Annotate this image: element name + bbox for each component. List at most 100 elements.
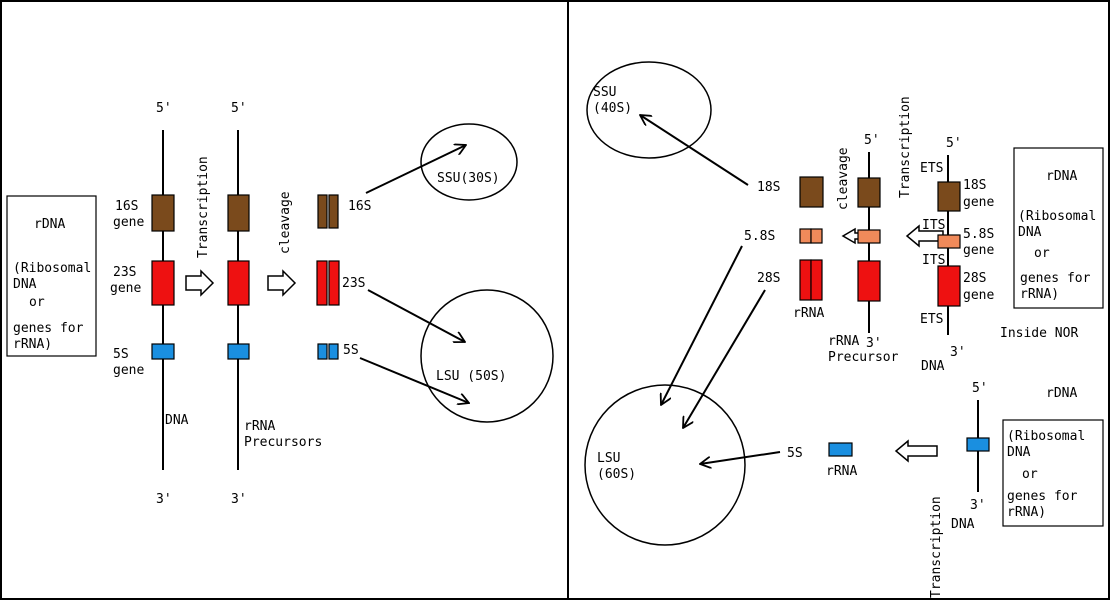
- product-16s-block: [317, 194, 328, 229]
- gene-16s-label: gene: [113, 215, 144, 230]
- rdna-box-title: rDNA: [34, 217, 65, 232]
- rdna-box-line: DNA: [1007, 445, 1031, 460]
- transcription-label: Transcription: [196, 156, 211, 258]
- mature-58s-block: [810, 228, 823, 244]
- gene-23s-block: [151, 260, 175, 306]
- precursors-label: rRNA: [244, 419, 275, 434]
- transcription-arrow: [905, 224, 944, 248]
- rdna-box-right: [1013, 147, 1104, 309]
- rdna-box-line: or: [1034, 246, 1050, 261]
- gene-28s-label: gene: [963, 288, 994, 303]
- rdna-box-line: rRNA): [13, 337, 52, 352]
- eukaryote-panel: SSU (40S) LSU (60S) 18S 5.8S 28S 5S rRNA…: [584, 61, 1104, 598]
- arrow-28s-to-lsu: [683, 289, 766, 428]
- ssu-label: SSU(30S): [437, 171, 500, 186]
- product-23s-block: [328, 260, 340, 306]
- precursor-label: rRNA: [828, 334, 859, 349]
- precursor-5s-block: [227, 343, 250, 360]
- gene-23s-label: 23S: [113, 265, 136, 280]
- five-prime-label: 5': [864, 133, 880, 148]
- product-58s-label: 5.8S: [744, 229, 775, 244]
- rdna-box-line: DNA: [13, 277, 37, 292]
- five-prime-label: 5': [231, 101, 247, 116]
- ssu-label: SSU: [593, 85, 616, 100]
- lsu-label: LSU (50S): [436, 369, 506, 384]
- mature-28s-block: [810, 259, 823, 301]
- precursor-18s-block: [857, 177, 881, 208]
- lsu-label: LSU: [597, 451, 620, 466]
- product-5s-block: [328, 343, 339, 360]
- arrow-5s-to-lsu: [359, 357, 469, 403]
- dna-label: DNA: [951, 517, 975, 532]
- dna-label: DNA: [165, 413, 189, 428]
- precursor-label: Precursor: [828, 350, 899, 365]
- three-prime-label: 3': [156, 492, 172, 507]
- lsu-circle: [420, 289, 554, 423]
- product-16s-block: [328, 194, 339, 229]
- transcription-arrow: [185, 269, 215, 297]
- mature-58s-block: [799, 228, 812, 244]
- rdna-box-line: genes for: [13, 321, 84, 336]
- gene-18s-block: [937, 181, 961, 212]
- its-label: ITS: [922, 218, 945, 233]
- gene-58s-block: [937, 234, 961, 249]
- cleavage-label: cleavage: [836, 147, 851, 210]
- rdna-box-title: rDNA: [1046, 169, 1077, 184]
- ets-label: ETS: [920, 161, 943, 176]
- five-prime-label: 5': [156, 101, 172, 116]
- gene-58s-label: 5.8S: [963, 227, 994, 242]
- rdna-box-lower: [1002, 419, 1104, 527]
- five-prime-label: 5': [946, 136, 962, 151]
- its-label: ITS: [922, 253, 945, 268]
- product-18s-label: 18S: [757, 180, 780, 195]
- product-23s-label: 23S: [342, 276, 365, 291]
- mature-28s-block: [799, 259, 812, 301]
- rdna-box-line: (Ribosomal: [13, 261, 91, 276]
- transcription-label: Transcription: [898, 96, 913, 198]
- mature-5s-block: [828, 442, 853, 457]
- precursor-16s-block: [227, 194, 250, 232]
- rdna-box-line: rRNA): [1020, 287, 1059, 302]
- rrna-label: rRNA: [793, 306, 824, 321]
- three-prime-label: 3': [231, 492, 247, 507]
- arrow-5s-to-lsu: [700, 451, 781, 464]
- inside-nor-label: Inside NOR: [1000, 326, 1078, 341]
- dna-label: DNA: [921, 359, 945, 374]
- rdna-title-lower: rDNA: [1046, 386, 1077, 401]
- gene-16s-block: [151, 194, 175, 232]
- rrna-label: rRNA: [826, 464, 857, 479]
- arrow-23s-to-lsu: [367, 289, 465, 342]
- arrow-18s-to-ssu: [640, 115, 749, 186]
- transcription-label: Transcription: [929, 496, 944, 598]
- three-prime-label: 3': [866, 336, 882, 351]
- transcription-arrow: [894, 439, 938, 463]
- gene-5s-block: [966, 437, 990, 452]
- cleavage-label: cleavage: [278, 191, 293, 254]
- lsu-circle: [584, 384, 746, 546]
- rdna-box-line: (Ribosomal: [1018, 209, 1096, 224]
- product-16s-label: 16S: [348, 199, 371, 214]
- precursor-28s-block: [857, 260, 881, 302]
- three-prime-label: 3': [970, 498, 986, 513]
- gene-28s-block: [937, 265, 961, 307]
- gene-16s-label: 16S: [115, 199, 138, 214]
- gene-28s-label: 28S: [963, 271, 986, 286]
- three-prime-label: 3': [950, 345, 966, 360]
- gene-23s-label: gene: [110, 281, 141, 296]
- prokaryote-panel: rDNA (Ribosomal DNA or genes for rRNA) 5…: [6, 101, 554, 507]
- ets-label: ETS: [920, 312, 943, 327]
- ssu-circle: [420, 123, 518, 201]
- product-5s-label: 5S: [343, 343, 359, 358]
- ssu-label: (40S): [593, 101, 632, 116]
- mature-18s-block: [799, 176, 824, 208]
- rdna-box-line: genes for: [1020, 271, 1091, 286]
- gene-5s-label: gene: [113, 363, 144, 378]
- gene-5s-block: [151, 343, 175, 360]
- precursor-58s-block: [857, 229, 881, 244]
- cleavage-arrow: [267, 269, 297, 297]
- precursor-23s-block: [227, 260, 250, 306]
- gene-18s-label: gene: [963, 195, 994, 210]
- gene-58s-label: gene: [963, 243, 994, 258]
